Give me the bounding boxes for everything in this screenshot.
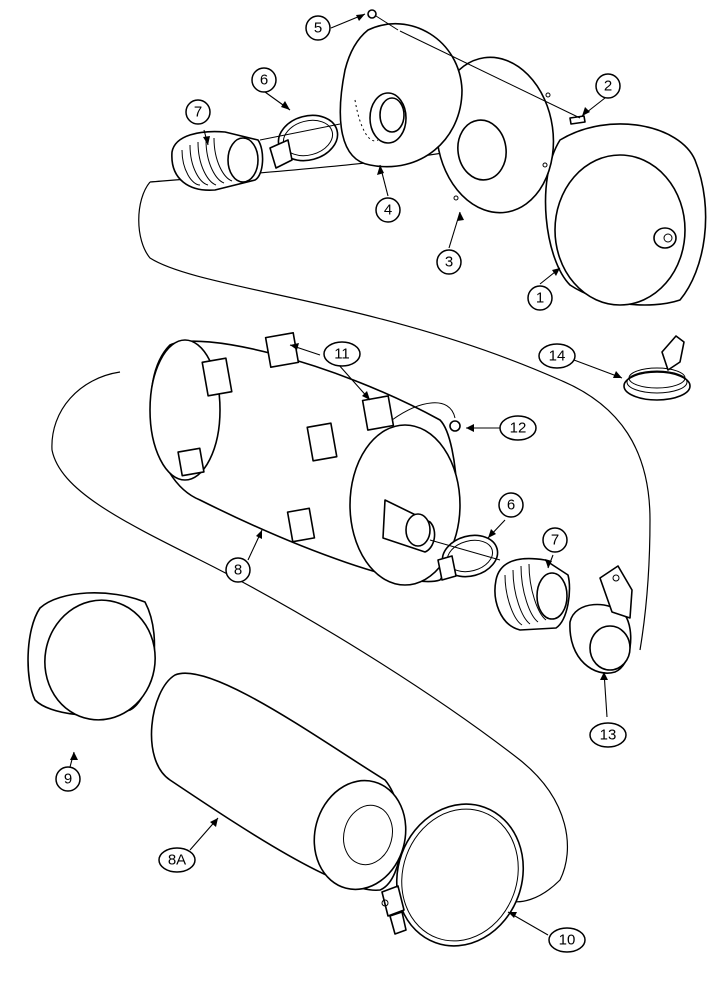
callout-label: 2 xyxy=(604,78,612,95)
cover-plate xyxy=(339,22,463,168)
gasket xyxy=(435,56,555,214)
callout-label: 1 xyxy=(536,290,544,307)
screw-2 xyxy=(399,30,586,125)
callout-11: 11 xyxy=(323,341,361,367)
callout-7-upper: 7 xyxy=(185,99,211,125)
callout-label: 8 xyxy=(234,562,242,579)
end-cap xyxy=(27,592,156,721)
callout-3: 3 xyxy=(436,249,462,275)
callout-9: 9 xyxy=(55,766,81,792)
flex-hose-lower xyxy=(494,557,571,631)
screw-12 xyxy=(391,402,461,432)
callout-4: 4 xyxy=(375,197,401,223)
callout-label: 8A xyxy=(168,852,186,869)
callout-14: 14 xyxy=(538,343,576,369)
callout-label: 3 xyxy=(445,254,453,271)
callout-label: 14 xyxy=(549,348,566,365)
callout-label: 7 xyxy=(551,532,559,549)
callout-8: 8 xyxy=(225,557,251,583)
flex-hose-upper xyxy=(171,130,264,191)
callout-label: 6 xyxy=(507,497,515,514)
bracket-clamp xyxy=(569,565,633,674)
hose-clamp-upper xyxy=(259,114,341,169)
callout-2: 2 xyxy=(595,73,621,99)
callout-label: 7 xyxy=(194,104,202,121)
callout-7-lower: 7 xyxy=(542,527,568,553)
callout-label: 12 xyxy=(510,420,527,437)
upper-assembly-envelope xyxy=(138,181,651,651)
band-clamp-large xyxy=(381,803,525,947)
callout-8a: 8A xyxy=(158,847,196,873)
screw-5 xyxy=(367,9,399,31)
lower-assembly-envelope xyxy=(51,371,569,903)
callout-label: 9 xyxy=(64,771,72,788)
callout-label: 6 xyxy=(260,72,268,89)
callout-label: 13 xyxy=(600,727,617,744)
callout-10: 10 xyxy=(548,927,586,953)
callout-label: 10 xyxy=(559,932,576,949)
callout-1: 1 xyxy=(527,285,553,311)
callout-label: 4 xyxy=(384,202,392,219)
callout-label: 11 xyxy=(334,346,350,363)
hose-clamp-lower xyxy=(429,534,501,581)
filter-housing xyxy=(149,331,461,586)
callout-13: 13 xyxy=(589,722,627,748)
filter-element xyxy=(150,672,407,891)
callout-label: 5 xyxy=(314,20,322,37)
blower-housing xyxy=(544,123,707,306)
callout-5: 5 xyxy=(305,15,331,41)
callout-6-lower: 6 xyxy=(498,492,524,518)
leader-arrowheads xyxy=(70,14,622,918)
band-clamp-small xyxy=(623,335,691,401)
callout-6-upper: 6 xyxy=(251,67,277,93)
callout-12: 12 xyxy=(499,415,537,441)
